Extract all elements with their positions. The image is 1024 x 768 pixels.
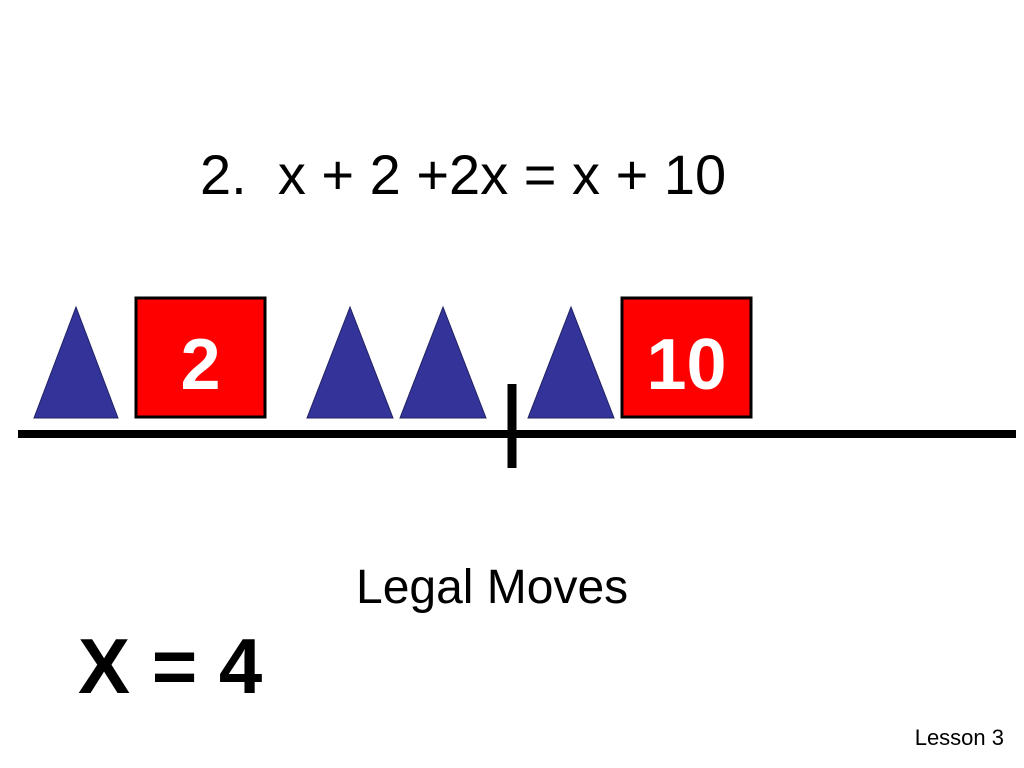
unit-box-10: 10 <box>620 296 753 419</box>
x-triangle-icon <box>306 305 394 419</box>
x-triangle-icon <box>33 305 119 419</box>
square-box-icon <box>620 296 753 419</box>
unit-box-label: 10 <box>646 325 726 405</box>
x-triangle-icon <box>399 305 487 419</box>
subtitle-legal-moves: Legal Moves <box>356 561 629 614</box>
square-box-icon <box>134 296 267 419</box>
equation-title: 2. x + 2 +2x = x + 10 <box>200 143 727 206</box>
footer-lesson: Lesson 3 <box>914 725 1004 750</box>
x-triangle-icon <box>527 305 615 419</box>
answer-text: X = 4 <box>78 622 263 710</box>
unit-box-label: 2 <box>180 325 220 405</box>
unit-box-2: 2 <box>134 296 267 419</box>
